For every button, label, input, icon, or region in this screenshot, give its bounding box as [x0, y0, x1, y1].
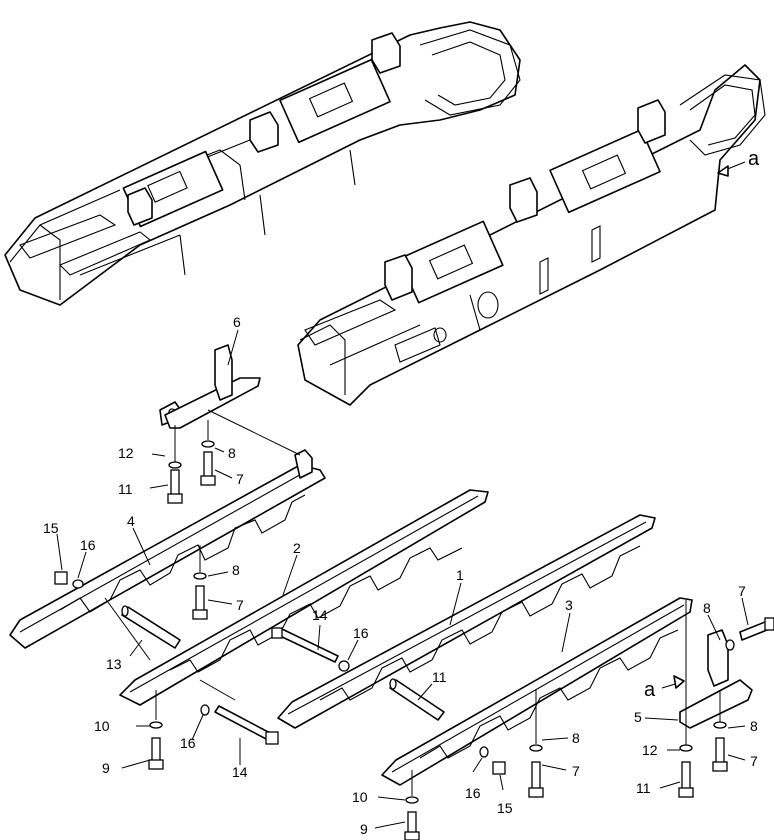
callout-8-right-upper: 8 — [703, 600, 711, 616]
leader-lines — [56, 329, 749, 829]
pin-13 — [121, 605, 181, 649]
guard-4 — [9, 401, 326, 649]
pin-11 — [389, 678, 445, 721]
guard-1 — [277, 514, 656, 729]
callout-2: 2 — [293, 540, 301, 556]
view-arrow-a-lower: a — [644, 675, 685, 701]
view-arrow-a-upper: a — [717, 148, 760, 177]
callout-8-upper: 8 — [228, 445, 236, 461]
callout-10-left: 10 — [94, 718, 110, 734]
callout-7-right-lower: 7 — [750, 753, 758, 769]
callout-15-left: 15 — [43, 520, 59, 536]
callout-15-bottom: 15 — [497, 800, 513, 816]
fasteners — [54, 440, 774, 840]
bracket-5 — [679, 629, 753, 729]
guard-3 — [381, 597, 693, 786]
callouts: 6 12 8 7 11 4 15 16 8 2 7 1 13 14 16 3 7… — [43, 314, 758, 837]
callout-16-mid: 16 — [353, 625, 369, 641]
callout-8-mid: 8 — [232, 562, 240, 578]
callout-5: 5 — [634, 709, 642, 725]
callout-3: 3 — [565, 597, 573, 613]
view-marker-upper: a — [748, 148, 760, 170]
callout-9-left: 9 — [102, 760, 110, 776]
callout-16-left: 16 — [80, 537, 96, 553]
callout-12-upper: 12 — [118, 445, 134, 461]
track-frame-right — [297, 64, 766, 406]
callout-6: 6 — [233, 314, 241, 330]
callout-9-lower: 9 — [360, 821, 368, 837]
callout-8-right-lower: 8 — [750, 718, 758, 734]
callout-14-lower: 14 — [232, 764, 248, 780]
bracket-6 — [164, 344, 261, 429]
track-frame-left — [4, 21, 521, 306]
callout-7-upper: 7 — [236, 471, 244, 487]
long-bolt-14-a — [271, 627, 339, 663]
callout-16-bottom: 16 — [465, 785, 481, 801]
callout-4: 4 — [127, 513, 135, 529]
callout-11-lower: 11 — [636, 780, 651, 796]
callout-12-lower: 12 — [642, 742, 658, 758]
callout-16-lower: 16 — [180, 735, 196, 751]
long-bolt-14-b — [214, 705, 279, 745]
callout-7-mid: 7 — [236, 597, 244, 613]
callout-10-lower: 10 — [352, 789, 368, 805]
callout-1: 1 — [456, 567, 464, 583]
callout-14-upper: 14 — [312, 607, 328, 623]
callout-11-upper: 11 — [118, 481, 133, 497]
guide-lines — [104, 409, 721, 796]
callout-8-lower: 8 — [572, 730, 580, 746]
callout-7-lower: 7 — [572, 763, 580, 779]
callout-7-right-upper: 7 — [738, 583, 746, 599]
callout-13: 13 — [106, 656, 122, 672]
guard-2 — [119, 489, 489, 706]
view-marker-lower: a — [644, 679, 656, 701]
callout-11-mid: 11 — [432, 669, 447, 685]
